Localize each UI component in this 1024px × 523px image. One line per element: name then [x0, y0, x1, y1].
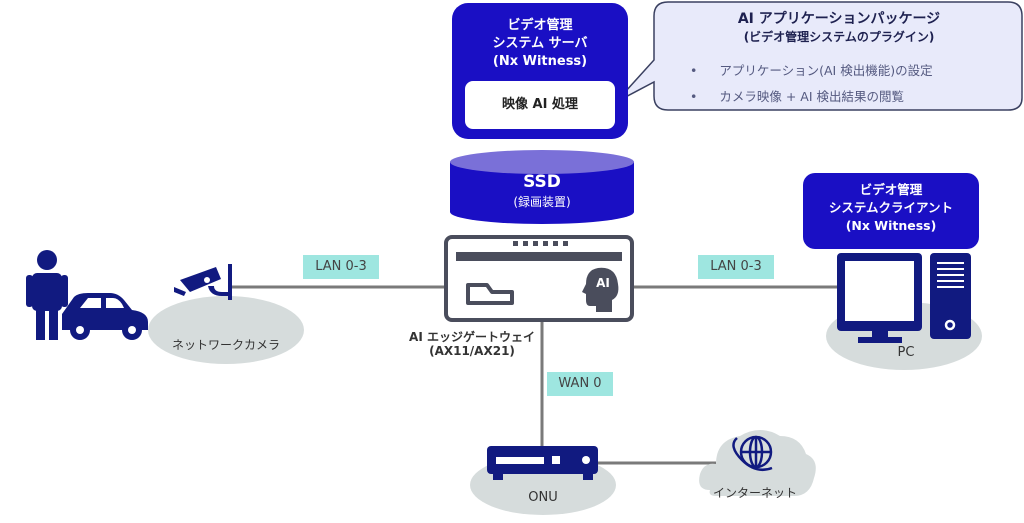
gateway-label: AI エッジゲートウェイ: [409, 330, 535, 344]
car-icon: [62, 293, 148, 340]
globe-icon: [732, 435, 773, 471]
ssd-subtitle: (録画装置): [513, 195, 571, 209]
camera-ellipse: [148, 296, 304, 364]
callout-bullet: •アプリケーション(AI 検出機能)の設定: [690, 63, 933, 78]
callout-title: AI アプリケーションパッケージ: [737, 11, 941, 27]
lan-left-tag: LAN 0-3: [303, 255, 379, 279]
person-icon: [26, 250, 68, 340]
lan-right-tag: LAN 0-3: [698, 255, 774, 279]
callout-bullet: •カメラ映像 + AI 検出結果の閲覧: [690, 89, 905, 104]
wan-tag: WAN 0: [547, 372, 613, 396]
client-title-3: (Nx Witness): [845, 218, 937, 233]
callout-subtitle: (ビデオ管理システムのプラグイン): [743, 30, 935, 44]
client-title-2: システムクライアント: [828, 200, 954, 215]
vms-client-box: ビデオ管理 システムクライアント (Nx Witness): [803, 173, 979, 249]
server-title-3: (Nx Witness): [492, 54, 588, 69]
ssd-title: SSD: [523, 172, 561, 192]
ai-badge: AI: [596, 276, 610, 290]
onu-label: ONU: [528, 490, 558, 505]
server-title-2: システム サーバ: [492, 36, 588, 51]
vms-server-box: ビデオ管理 システム サーバ (Nx Witness) 映像 AI 処理: [452, 3, 628, 139]
client-title-1: ビデオ管理: [859, 182, 923, 197]
server-title-1: ビデオ管理: [507, 18, 573, 33]
camera-icon: [174, 264, 232, 300]
ai-processing-box: 映像 AI 処理: [465, 81, 615, 129]
pc-label: PC: [897, 345, 915, 360]
internet-label: インターネット: [712, 486, 797, 500]
gateway-model: (AX11/AX21): [429, 344, 515, 358]
camera-label: ネットワークカメラ: [171, 338, 280, 352]
